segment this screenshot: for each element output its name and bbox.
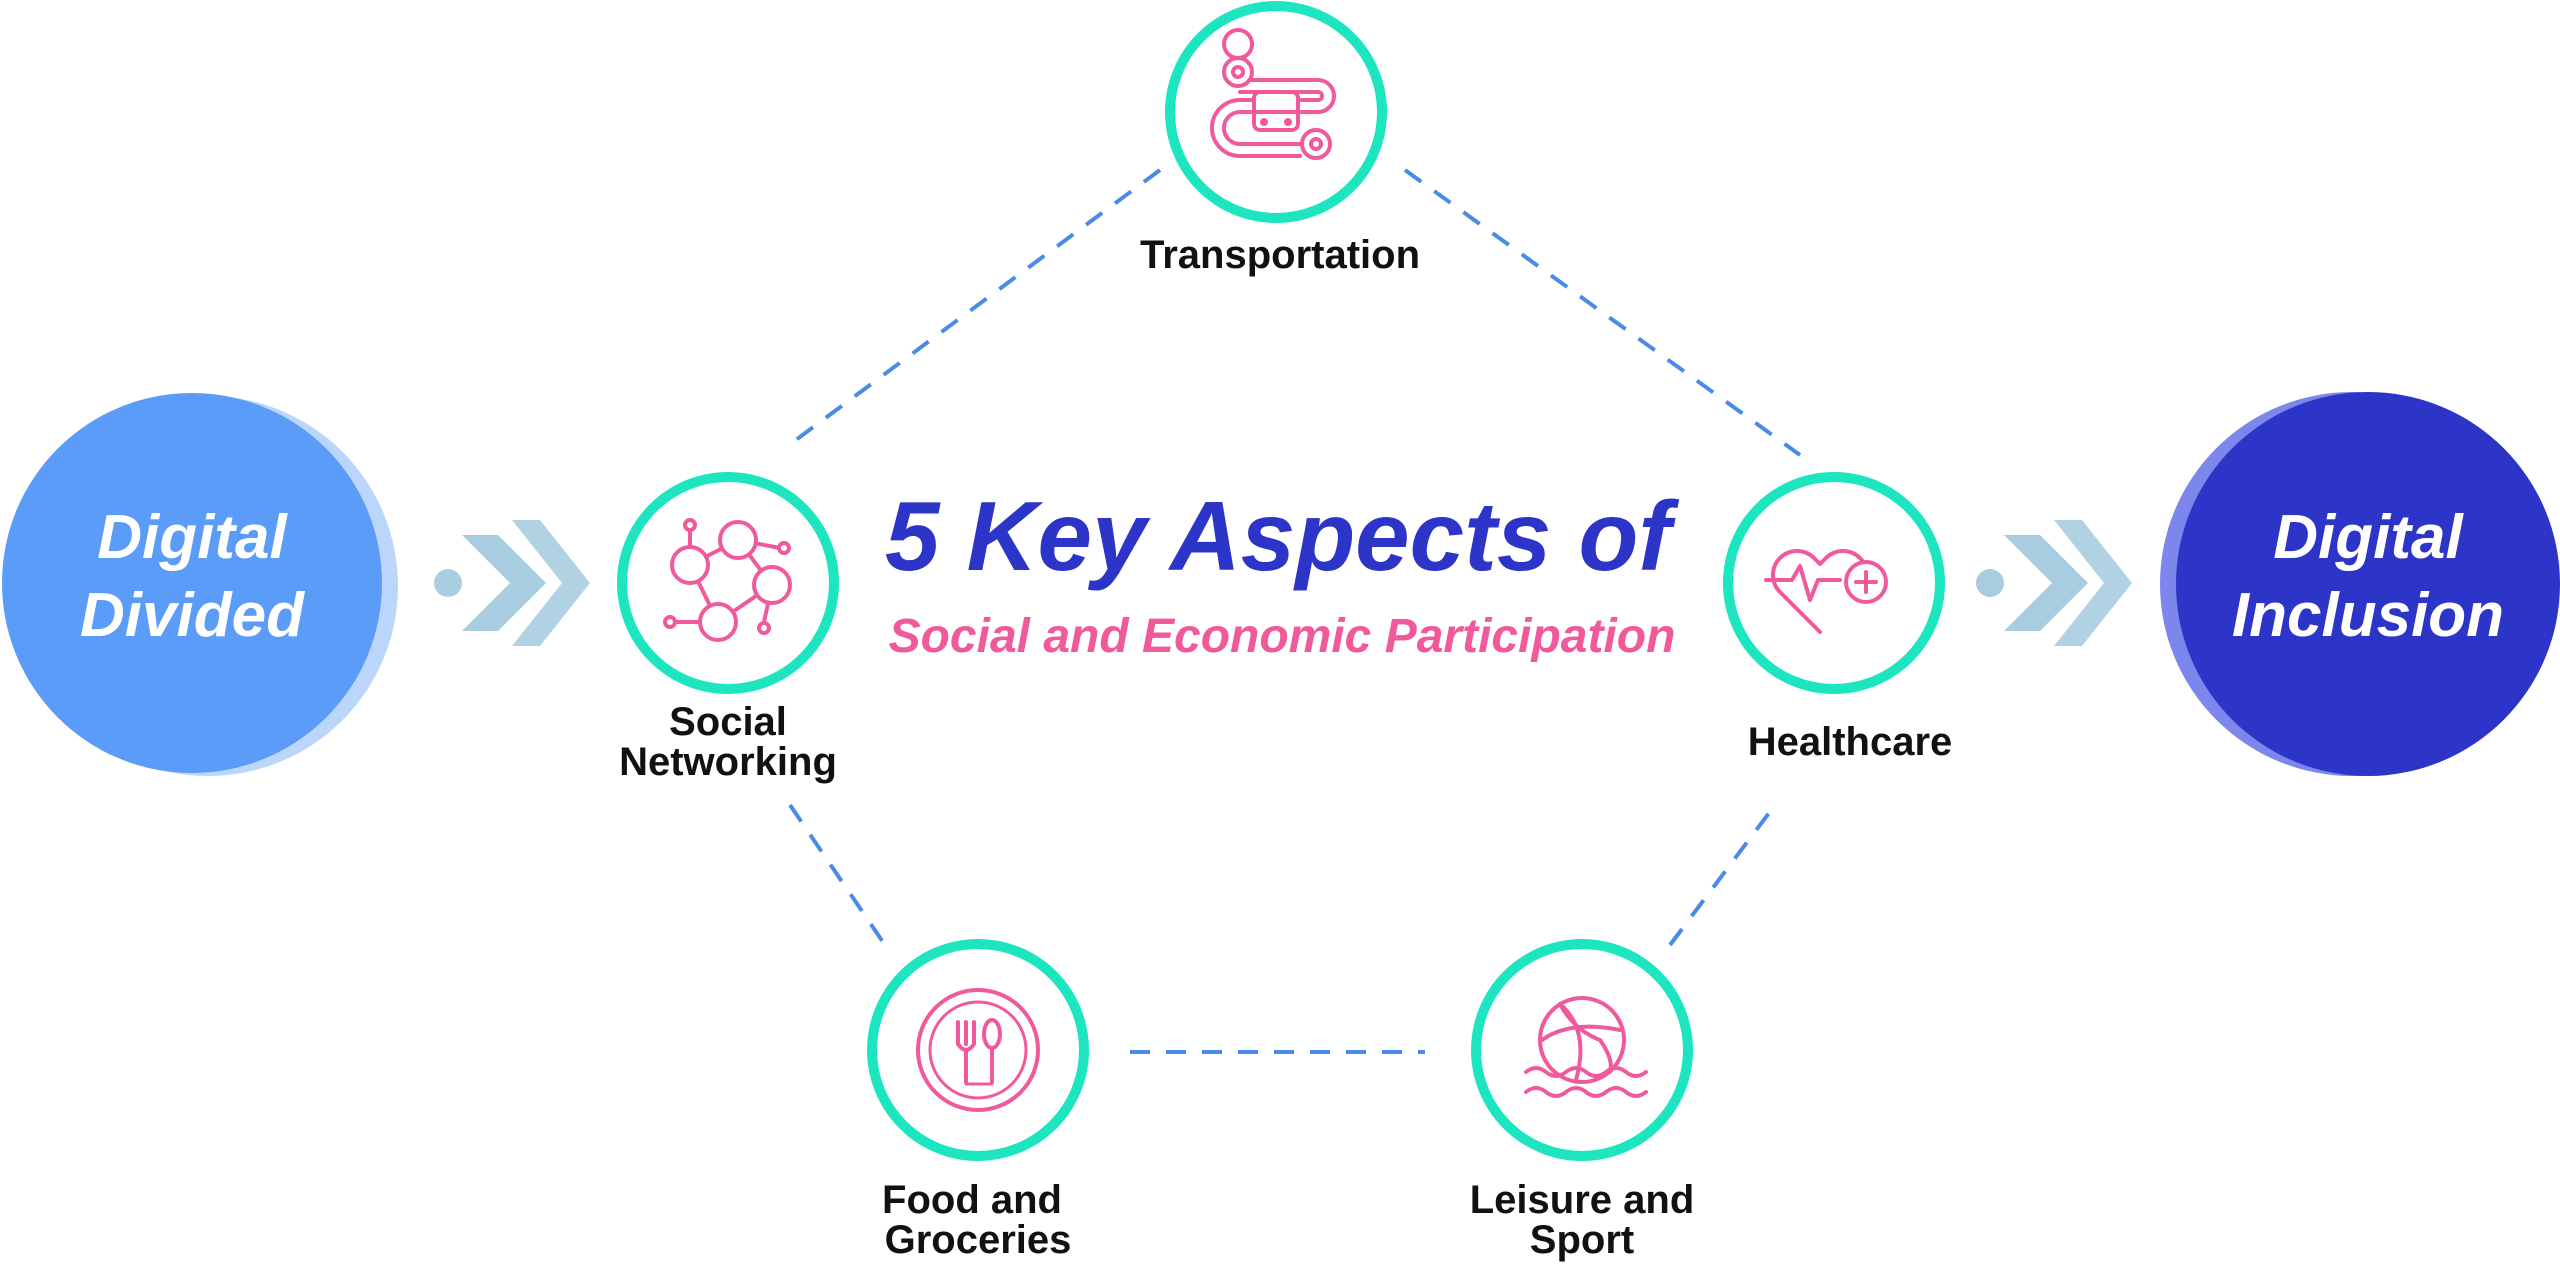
heart-health-icon <box>1764 548 1888 634</box>
node-transportation-label: Transportation <box>1140 233 1420 277</box>
connector-transport-health <box>1403 168 1802 457</box>
node-food-line2: Groceries <box>885 1218 1072 1262</box>
node-transportation: Transportation <box>1140 1 1420 277</box>
left-circle-line1: Digital <box>97 503 288 572</box>
node-social: Social Networking <box>617 472 839 784</box>
node-healthcare-label: Healthcare <box>1748 720 1953 764</box>
node-social-line1: Social <box>669 700 787 744</box>
node-leisure-line1: Leisure and <box>1470 1178 1695 1222</box>
node-social-line2: Networking <box>619 740 837 784</box>
left-circle-fill <box>2 393 382 773</box>
right-circle-line1: Digital <box>2273 503 2464 572</box>
left-arrow-icon <box>434 520 590 646</box>
connectors <box>783 168 1802 1054</box>
node-leisure-line2: Sport <box>1530 1218 1634 1262</box>
diagram-subtitle: Social and Economic Participation <box>889 610 1676 663</box>
connector-transport-social <box>783 168 1162 450</box>
connector-social-food <box>788 803 887 947</box>
diagram-title: 5 Key Aspects of <box>885 481 1679 591</box>
right-circle: Digital Inclusion <box>2160 392 2560 776</box>
connector-leisure-health <box>1668 803 1777 947</box>
plate-cutlery-icon <box>916 988 1040 1112</box>
beach-ball-icon <box>1524 996 1648 1098</box>
right-circle-line2: Inclusion <box>2232 581 2504 650</box>
right-circle-fill <box>2176 392 2560 776</box>
node-healthcare: Healthcare <box>1723 472 1953 764</box>
right-arrow-icon <box>1976 520 2132 646</box>
node-leisure: Leisure and Sport <box>1470 939 1695 1262</box>
social-network-icon <box>663 518 792 642</box>
bus-route-icon <box>1210 28 1336 160</box>
node-food-line1: Food and <box>882 1178 1062 1222</box>
node-food: Food and Groceries <box>867 939 1089 1262</box>
left-circle-line2: Divided <box>80 581 305 650</box>
left-circle: Digital Divided <box>2 393 398 776</box>
